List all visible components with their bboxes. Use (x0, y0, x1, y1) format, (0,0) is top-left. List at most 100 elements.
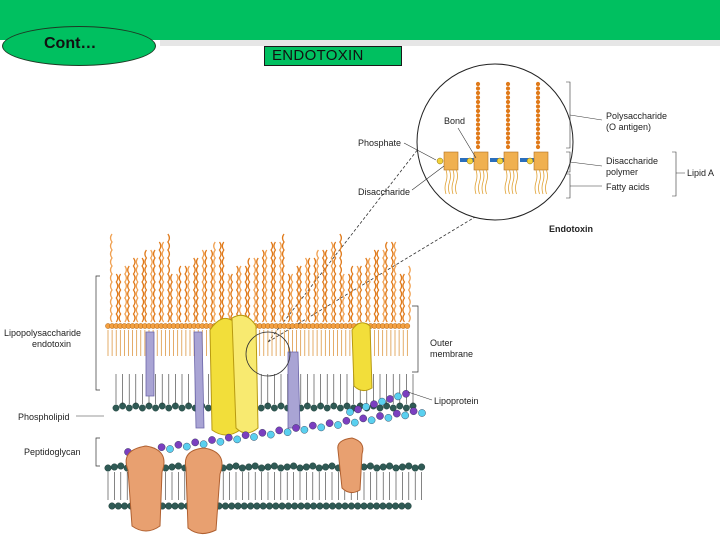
o-antigen-bead (535, 90, 541, 96)
fatty-acid-tail (485, 169, 488, 195)
phospholipid-head (323, 404, 331, 412)
inner-head (290, 462, 298, 470)
phospholipid-head (402, 404, 410, 412)
lps-chain (273, 241, 277, 323)
lps-chain (356, 265, 360, 323)
leader-bond (457, 127, 477, 159)
label-o-antigen: (O antigen) (606, 122, 651, 132)
fatty-acid-tail (538, 169, 541, 195)
inner-head (322, 463, 330, 471)
phosphate-dot (466, 157, 474, 165)
peptidoglycan-bead (378, 397, 386, 406)
lps-chain (382, 249, 386, 323)
label-lipid-a: Lipid A (687, 168, 714, 178)
label-phosphate: Phosphate (358, 138, 401, 148)
peptidoglycan-bead (392, 409, 401, 418)
phospholipid-head (310, 404, 318, 412)
inner-head-lower (341, 502, 349, 510)
inner-head (392, 464, 400, 472)
o-antigen-bead (475, 140, 481, 145)
peptidoglycan-bead (266, 430, 275, 439)
peptidoglycan-bead (384, 413, 393, 422)
inner-head (174, 462, 182, 470)
lps-chain (184, 265, 188, 323)
peptidoglycan-bead (334, 421, 342, 429)
lps-chain (204, 249, 208, 323)
inner-head-lower (228, 502, 236, 510)
leader-phosphate (403, 142, 437, 161)
peptidoglycan-bead (342, 416, 351, 425)
peptidoglycan-bead (250, 433, 258, 441)
inner-head (398, 463, 406, 471)
lps-chain (307, 257, 311, 323)
lps-chain (127, 265, 131, 323)
peptidoglycan-bead (354, 405, 362, 414)
lps-chain (264, 249, 268, 323)
o-antigen-bead (475, 90, 481, 96)
peptidoglycan-bead (402, 389, 410, 398)
inner-head-lower (354, 502, 362, 510)
peptidoglycan-bead (325, 419, 334, 428)
inner-head-lower (221, 502, 229, 510)
lipoprotein-stalks (145, 331, 301, 429)
header-underline (160, 40, 720, 46)
leader-disaccharide (411, 165, 445, 191)
inner-head (366, 462, 374, 470)
inner-head (283, 463, 291, 471)
inner-head-lower (316, 502, 324, 510)
lps-chain (367, 257, 371, 323)
peptidoglycan-bead (370, 400, 378, 409)
phospholipid-head (204, 404, 212, 412)
lps-chain (118, 273, 122, 323)
inner-head-lower (373, 502, 381, 510)
inner-membrane-proteins (125, 437, 364, 534)
lps-chain (158, 241, 162, 323)
inner-head-lower (392, 502, 400, 510)
lps-chain (304, 257, 308, 323)
inner-head (232, 462, 240, 470)
inner-head-lower (121, 502, 129, 510)
o-antigen-bead (535, 131, 541, 136)
lps-chain (244, 265, 248, 323)
o-antigen-bead (535, 135, 541, 141)
label-outer: Outer (430, 338, 453, 348)
inner-head (418, 463, 426, 471)
o-antigen-bead (475, 135, 481, 141)
label-bond: Bond (444, 116, 465, 126)
o-antigen-bead (535, 126, 541, 132)
o-antigen-bead (535, 99, 541, 105)
inner-head (302, 463, 310, 471)
o-antigen-bead (505, 104, 511, 109)
o-antigen-chains (475, 81, 541, 150)
lps-chain (230, 273, 234, 323)
o-antigen-bead (475, 104, 481, 109)
o-antigen-bead (505, 86, 511, 91)
lps-chain (135, 257, 139, 323)
highlight-circle (245, 331, 291, 377)
lps-chain (218, 241, 222, 323)
inner-head-lower (165, 502, 173, 510)
o-antigen-bead (505, 122, 511, 127)
peptidoglycan-bead (300, 425, 309, 434)
lps-chain (175, 273, 179, 323)
inner-head (226, 463, 234, 471)
lps-chain (261, 249, 265, 323)
lps-chain (350, 265, 354, 323)
lps-chain (339, 233, 343, 323)
lps-chain (213, 241, 217, 323)
lps-chain (281, 233, 285, 323)
disaccharide-block (533, 151, 549, 171)
o-antigen-bead (475, 117, 481, 123)
leader-disaccharide-polymer (569, 161, 603, 167)
peptidoglycan-bead (350, 418, 359, 427)
lps-chains (109, 233, 411, 323)
o-antigen-bead (475, 122, 481, 127)
peptidoglycan-bead (386, 395, 394, 403)
lps-chain (342, 273, 346, 323)
o-antigen-bead (535, 144, 541, 150)
fatty-acid-tail (545, 169, 548, 195)
lps-chain (333, 241, 337, 323)
o-antigen-bead (535, 95, 541, 100)
label-fatty-acids: Fatty acids (606, 182, 650, 192)
